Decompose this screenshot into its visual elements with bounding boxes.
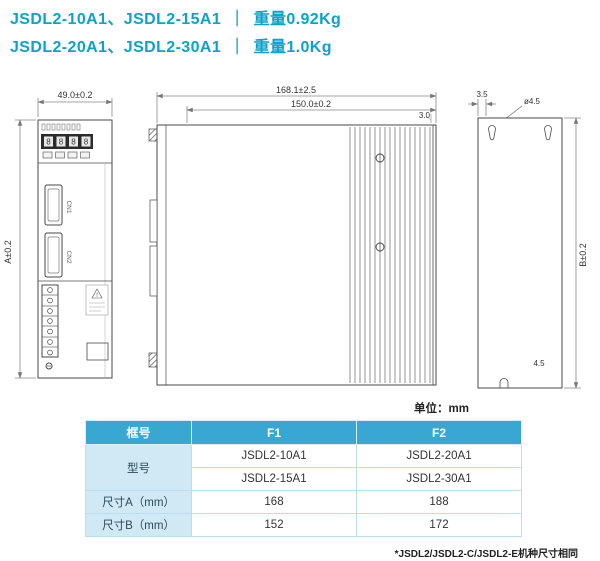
dim-back-offset: 3.5	[476, 90, 488, 99]
display-digits: 8 8 8 8	[46, 138, 89, 147]
keyhole-slot-left	[488, 125, 496, 141]
drawing-svg: 8 8 8 8	[3, 85, 588, 389]
table-cell-dim-b-f1: 152	[191, 513, 357, 537]
heatsink-screws	[375, 153, 385, 252]
dim-back-hole-dia: ø4.5	[524, 97, 541, 106]
model-names-1: JSDL2-10A1、JSDL2-15A1	[10, 11, 222, 28]
title-separator: ｜	[229, 39, 246, 56]
table-cell-dim-a-f2: 188	[356, 490, 522, 514]
table-header-row: 框号 F1 F2	[85, 420, 522, 445]
dim-side-total: 168.1±2.5	[276, 85, 316, 95]
table-cell-model-f2-1: JSDL2-20A1	[356, 444, 522, 468]
dim-front-width: 49.0±0.2	[58, 90, 93, 100]
dim-a-label: 尺寸A（mm）	[85, 490, 192, 514]
units-label: 单位：mm	[414, 403, 469, 415]
dim-b-label: 尺寸B（mm）	[85, 513, 192, 537]
model-row-label: 型号	[85, 444, 192, 491]
technical-drawing: 8 8 8 8	[0, 85, 600, 410]
dim-side-step: 3.0	[419, 111, 431, 120]
dim-front-height: A±0.2	[3, 240, 13, 263]
title-line-1: JSDL2-10A1、JSDL2-15A1 ｜ 重量0.92Kg	[10, 6, 341, 34]
table-row: 型号 JSDL2-10A1 JSDL2-20A1	[85, 444, 522, 491]
weight-2: 重量1.0Kg	[253, 39, 332, 56]
vent-slots	[41, 123, 81, 131]
table-cell-dim-b-f2: 172	[356, 513, 522, 537]
dim-back-height: B±0.2	[578, 243, 588, 266]
ground-screw	[45, 362, 53, 370]
bottom-slot	[499, 378, 509, 388]
table-cell-model-f2-2: JSDL2-30A1	[356, 467, 522, 491]
cn1-label: CN1	[65, 200, 72, 213]
mounting-tab-bottom	[148, 352, 158, 368]
dimension-texts: 49.0±0.2 A±0.2 168.1±2.5 150.0±0.2 3.0 3…	[3, 85, 588, 368]
dim-side-inner: 150.0±0.2	[291, 99, 331, 109]
model-names-2: JSDL2-20A1、JSDL2-30A1	[10, 39, 222, 56]
table-row: 尺寸A（mm） 168 188	[85, 490, 522, 514]
title-separator: ｜	[229, 11, 246, 28]
weight-1: 重量0.92Kg	[253, 11, 342, 28]
table-row: 尺寸B（mm） 152 172	[85, 513, 522, 537]
footnote: *JSDL2/JSDL2-C/JSDL2-E机种尺寸相同	[394, 549, 578, 560]
back-view	[477, 117, 563, 389]
cn1-connector	[44, 184, 63, 226]
terminal-block	[41, 284, 59, 358]
dim-back-bottom: 4.5	[533, 359, 545, 368]
title-block: JSDL2-10A1、JSDL2-15A1 ｜ 重量0.92Kg JSDL2-20A…	[10, 6, 341, 62]
heatsink-fins	[349, 127, 431, 383]
caution-mark: !	[96, 292, 98, 299]
display-digit: 8	[71, 138, 76, 147]
cn2-connector	[44, 232, 63, 278]
dimension-table: 框号 F1 F2 型号 JSDL2-10A1 JSDL2-20A1 JSDL2-…	[85, 420, 522, 537]
connector-overhang-1	[149, 199, 158, 243]
front-view: 8 8 8 8	[37, 119, 113, 379]
led-display	[41, 134, 93, 149]
table-row: JSDL2-15A1 JSDL2-30A1	[86, 467, 522, 491]
nameplate	[86, 342, 109, 361]
keyhole-slot-right	[544, 125, 552, 141]
display-digit: 8	[46, 138, 51, 147]
display-digit: 8	[59, 138, 64, 147]
table-cell-model-f1-2: JSDL2-15A1	[191, 467, 357, 491]
caution-label	[85, 284, 109, 316]
table-cell-dim-a-f1: 168	[191, 490, 357, 514]
display-digit: 8	[84, 138, 89, 147]
title-line-2: JSDL2-20A1、JSDL2-30A1 ｜ 重量1.0Kg	[10, 34, 341, 62]
header-frame: 框号	[85, 420, 192, 445]
header-f2: F2	[356, 420, 522, 445]
table-cell-model-f1-1: JSDL2-10A1	[191, 444, 357, 468]
header-f1: F1	[191, 420, 357, 445]
cn2-label: CN2	[65, 250, 72, 263]
mounting-tab-top	[148, 128, 158, 142]
panel-buttons	[42, 151, 90, 159]
connector-overhang-2	[149, 245, 158, 297]
side-view	[148, 124, 437, 386]
